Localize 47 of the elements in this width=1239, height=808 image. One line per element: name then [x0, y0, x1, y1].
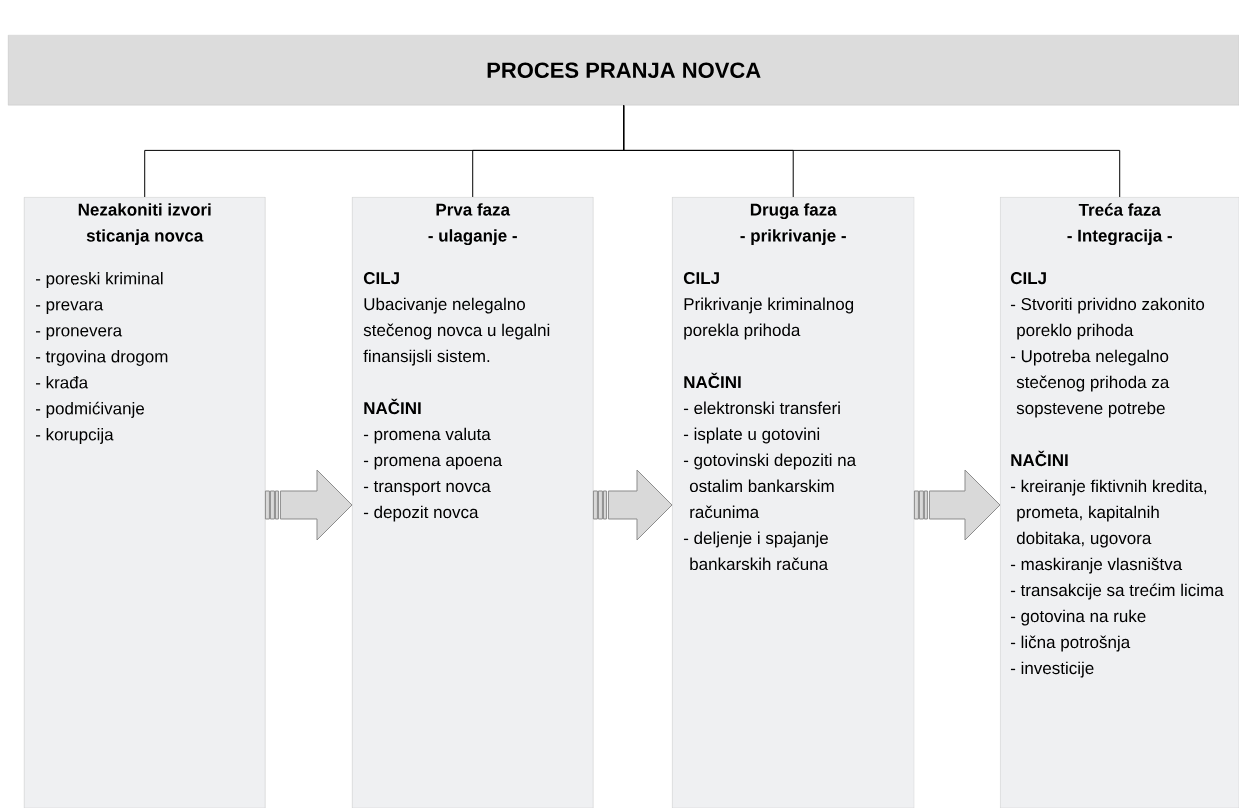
list-item: - poreski kriminal — [35, 272, 163, 288]
column-heading: Treća faza — [1078, 203, 1161, 216]
column-heading: Prva faza — [436, 203, 511, 216]
list-item: - lična potrošnja — [1010, 635, 1131, 652]
list-item: - promena valuta — [363, 427, 491, 444]
list-item: - krađa — [35, 376, 89, 389]
list-item: - Stvoriti prividno zakonito poreklo prihoda — [1010, 297, 1205, 340]
list-item: - gotovinski depoziti na ostalim bankarskim računima — [683, 453, 857, 519]
list-item: - investicije — [1010, 661, 1094, 678]
section-heading: NAČINI — [364, 398, 421, 415]
block-arrow — [264, 469, 353, 541]
phase-column — [352, 197, 594, 808]
column-heading: Nezakoniti izvori sticanja novca — [78, 203, 211, 246]
list-item: - elektronski transferi — [683, 401, 840, 415]
list-item: - depozit novca — [363, 505, 479, 522]
section-heading: CILJ — [683, 272, 719, 285]
list-item: - Upotreba nelegalno stečenog prihoda za sopstevene potrebe — [1010, 349, 1170, 418]
column-heading: - Integracija - — [1067, 229, 1172, 246]
section-heading: CILJ — [363, 272, 399, 285]
list-item: - podmićivanje — [35, 401, 145, 418]
phase-column — [672, 197, 915, 808]
list-item: - trgovina drogom — [35, 350, 168, 366]
connector-line — [623, 104, 1121, 198]
list-item: - transport novca — [363, 481, 491, 496]
section-heading: CILJ — [1010, 272, 1046, 285]
phase-column — [1000, 197, 1239, 808]
column-heading: - ulaganje - — [428, 229, 517, 246]
section-heading: NAČINI — [1011, 450, 1068, 467]
list-item: - pronevera — [35, 327, 123, 340]
list-item: - isplate u gotovini — [683, 427, 820, 444]
list-item: - prevara — [35, 301, 104, 314]
column-heading: - prikrivanje - — [740, 229, 846, 246]
block-arrow — [592, 469, 673, 541]
list-item: - gotovina na ruke — [1010, 609, 1146, 626]
list-item: - kreiranje fiktivnih kredita, prometa, kapitalnih dobitaka, ugovora — [1010, 479, 1207, 548]
list-item: - transakcije sa trećim licima — [1010, 583, 1224, 600]
goal-text: Prikrivanje kriminalnog porekla prihoda — [684, 297, 854, 340]
section-heading: NAČINI — [684, 372, 741, 389]
list-item: - korupcija — [35, 428, 114, 444]
title-banner: PROCES PRANJA NOVCA — [8, 35, 1239, 106]
column-heading: Druga faza — [750, 203, 837, 220]
block-arrow — [913, 469, 1001, 541]
list-item: - promena apoena — [363, 456, 503, 470]
phase-column — [24, 197, 266, 808]
goal-text: Ubacivanje nelegalno stečenog novca u legalni finansijsli sistem. — [363, 297, 550, 366]
list-item: - deljenje i spajanje bankarskih računa — [683, 531, 829, 571]
list-item: - maskiranje vlasništva — [1010, 557, 1183, 574]
